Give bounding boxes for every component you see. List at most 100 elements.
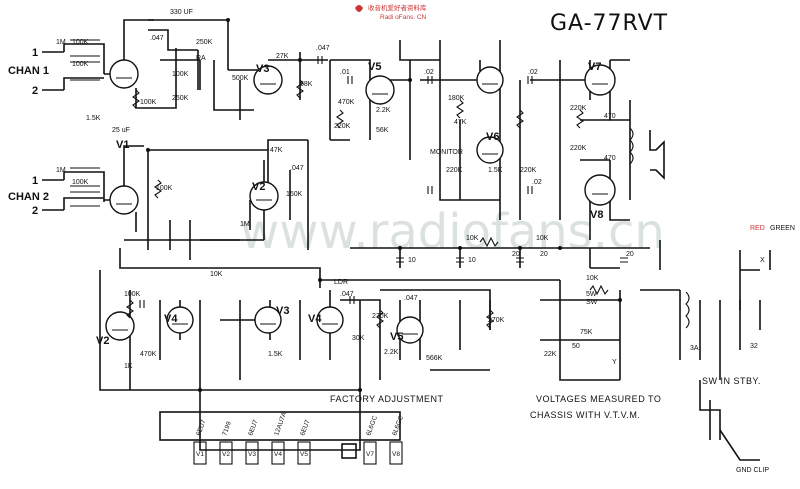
tube-v4-b bbox=[316, 306, 344, 334]
svg-text:20: 20 bbox=[626, 251, 634, 258]
capacitor-symbols bbox=[139, 56, 628, 308]
svg-text:566K: 566K bbox=[426, 355, 443, 362]
gnd-clip-label: GND CLIP bbox=[736, 467, 769, 474]
svg-text:.02: .02 bbox=[528, 69, 538, 76]
svg-text:100K: 100K bbox=[124, 291, 141, 298]
tube-v3-bot bbox=[254, 306, 282, 334]
factory-adjustment-note: FACTORY ADJUSTMENT bbox=[330, 394, 444, 404]
svg-text:100K: 100K bbox=[72, 61, 89, 68]
svg-text:270K: 270K bbox=[372, 313, 389, 320]
tube-labels: V1 V2 V3 V5 V6 V7 V8 V2 V4 V3 V4 V5 bbox=[96, 61, 603, 347]
svg-text:LDR: LDR bbox=[334, 279, 348, 286]
tube-chart-id: V7 bbox=[366, 451, 374, 458]
chan2-jack1: 1 bbox=[32, 175, 38, 187]
tube-chart-id: V8 bbox=[392, 451, 400, 458]
svg-text:47K: 47K bbox=[454, 119, 467, 126]
tube-chart-id: V1 bbox=[196, 451, 204, 458]
svg-text:1.5K: 1.5K bbox=[86, 115, 101, 122]
voltages-note-1: VOLTAGES MEASURED TO bbox=[536, 394, 661, 404]
svg-text:.02: .02 bbox=[532, 179, 542, 186]
tube-socket bbox=[363, 441, 377, 465]
tube-v6-b bbox=[476, 136, 504, 164]
label-v3-bot: V3 bbox=[276, 305, 289, 317]
label-v2-bot: V2 bbox=[96, 335, 109, 347]
rectifier-socket bbox=[341, 443, 357, 459]
lamp-green-label: GREEN bbox=[770, 225, 795, 232]
chan1-label: CHAN 1 bbox=[8, 65, 49, 77]
svg-text:100K: 100K bbox=[156, 185, 173, 192]
label-v4-a: V4 bbox=[164, 313, 178, 325]
svg-text:250K: 250K bbox=[196, 39, 213, 46]
tube-socket bbox=[271, 441, 285, 465]
svg-text:22K: 22K bbox=[544, 351, 557, 358]
svg-text:470K: 470K bbox=[338, 99, 355, 106]
svg-text:SW: SW bbox=[586, 299, 598, 306]
watermark: www.radiofans.cn bbox=[240, 204, 665, 260]
tube-layout-chart: 6EU7V17199V26EU7V312AU7AV46EU7V56L6GCV76… bbox=[159, 411, 405, 465]
tube-socket bbox=[245, 441, 259, 465]
svg-text:2.2K: 2.2K bbox=[376, 107, 391, 114]
svg-text:.02: .02 bbox=[424, 69, 434, 76]
svg-text:.047: .047 bbox=[404, 295, 418, 302]
svg-text:20: 20 bbox=[512, 251, 520, 258]
tube-v5-bot bbox=[396, 316, 424, 344]
svg-text:75K: 75K bbox=[580, 329, 593, 336]
svg-text:220K: 220K bbox=[334, 123, 351, 130]
svg-text:5W: 5W bbox=[586, 291, 597, 298]
svg-text:150K: 150K bbox=[286, 191, 303, 198]
svg-text:220K: 220K bbox=[446, 167, 463, 174]
tube-chart-id: V3 bbox=[248, 451, 256, 458]
svg-text:1K: 1K bbox=[124, 363, 133, 370]
tube-socket bbox=[193, 441, 207, 465]
svg-text:1.5K: 1.5K bbox=[268, 351, 283, 358]
tube-chart-id: V5 bbox=[300, 451, 308, 458]
tube-chart-type: 6L6GC bbox=[391, 415, 405, 437]
wiring bbox=[42, 19, 771, 461]
tube-chart-type: 7199 bbox=[221, 420, 233, 436]
svg-text:1.5K: 1.5K bbox=[488, 167, 503, 174]
svg-text:270K: 270K bbox=[488, 317, 505, 324]
label-v1: V1 bbox=[116, 139, 129, 151]
lamp-red-label: RED bbox=[750, 225, 765, 232]
svg-text:.047: .047 bbox=[290, 165, 304, 172]
svg-text:1M: 1M bbox=[240, 221, 250, 228]
chan1-jack1: 1 bbox=[32, 47, 38, 59]
logo-line1: 收音机爱好者资料库 bbox=[368, 3, 427, 12]
svg-text:10K: 10K bbox=[586, 275, 599, 282]
tube-v1-a bbox=[109, 59, 139, 89]
svg-text:.047: .047 bbox=[340, 291, 354, 298]
tube-v1-b bbox=[109, 185, 139, 215]
svg-text:1M: 1M bbox=[56, 39, 66, 46]
svg-text:10: 10 bbox=[408, 257, 416, 264]
svg-text:MONITOR: MONITOR bbox=[430, 149, 463, 156]
label-v4-b: V4 bbox=[308, 313, 322, 325]
svg-text:500K: 500K bbox=[232, 75, 249, 82]
svg-text:68K: 68K bbox=[300, 81, 313, 88]
svg-text:X: X bbox=[760, 257, 765, 264]
component-labels: 100K 100K 1M 1.5K 25 uF 1M 100K 100K .04… bbox=[56, 9, 765, 370]
svg-text:30K: 30K bbox=[352, 335, 365, 342]
svg-text:27K: 27K bbox=[276, 53, 289, 60]
svg-text:330 UF: 330 UF bbox=[170, 9, 193, 16]
tube-v7 bbox=[584, 64, 616, 96]
tube-v3-top bbox=[253, 65, 283, 95]
label-v2-top: V2 bbox=[252, 181, 265, 193]
svg-text:.047: .047 bbox=[150, 35, 164, 42]
svg-text:47K: 47K bbox=[270, 147, 283, 154]
svg-text:100K: 100K bbox=[140, 99, 157, 106]
tube-socket bbox=[219, 441, 233, 465]
resistor-symbols bbox=[126, 79, 609, 329]
tube-v5-top bbox=[365, 75, 395, 105]
tube-socket bbox=[389, 441, 403, 465]
sw-stby-label: SW IN STBY. bbox=[702, 376, 761, 386]
svg-text:1M: 1M bbox=[56, 167, 66, 174]
tube-chart-type: 6L6GC bbox=[365, 415, 379, 437]
tube-chart-type: 6EU7 bbox=[247, 419, 259, 437]
svg-text:250K: 250K bbox=[172, 95, 189, 102]
tube-symbols bbox=[105, 59, 616, 344]
svg-text:RA: RA bbox=[196, 55, 206, 62]
svg-text:180K: 180K bbox=[448, 95, 465, 102]
svg-text:470: 470 bbox=[604, 155, 616, 162]
tube-chart-id: V2 bbox=[222, 451, 230, 458]
